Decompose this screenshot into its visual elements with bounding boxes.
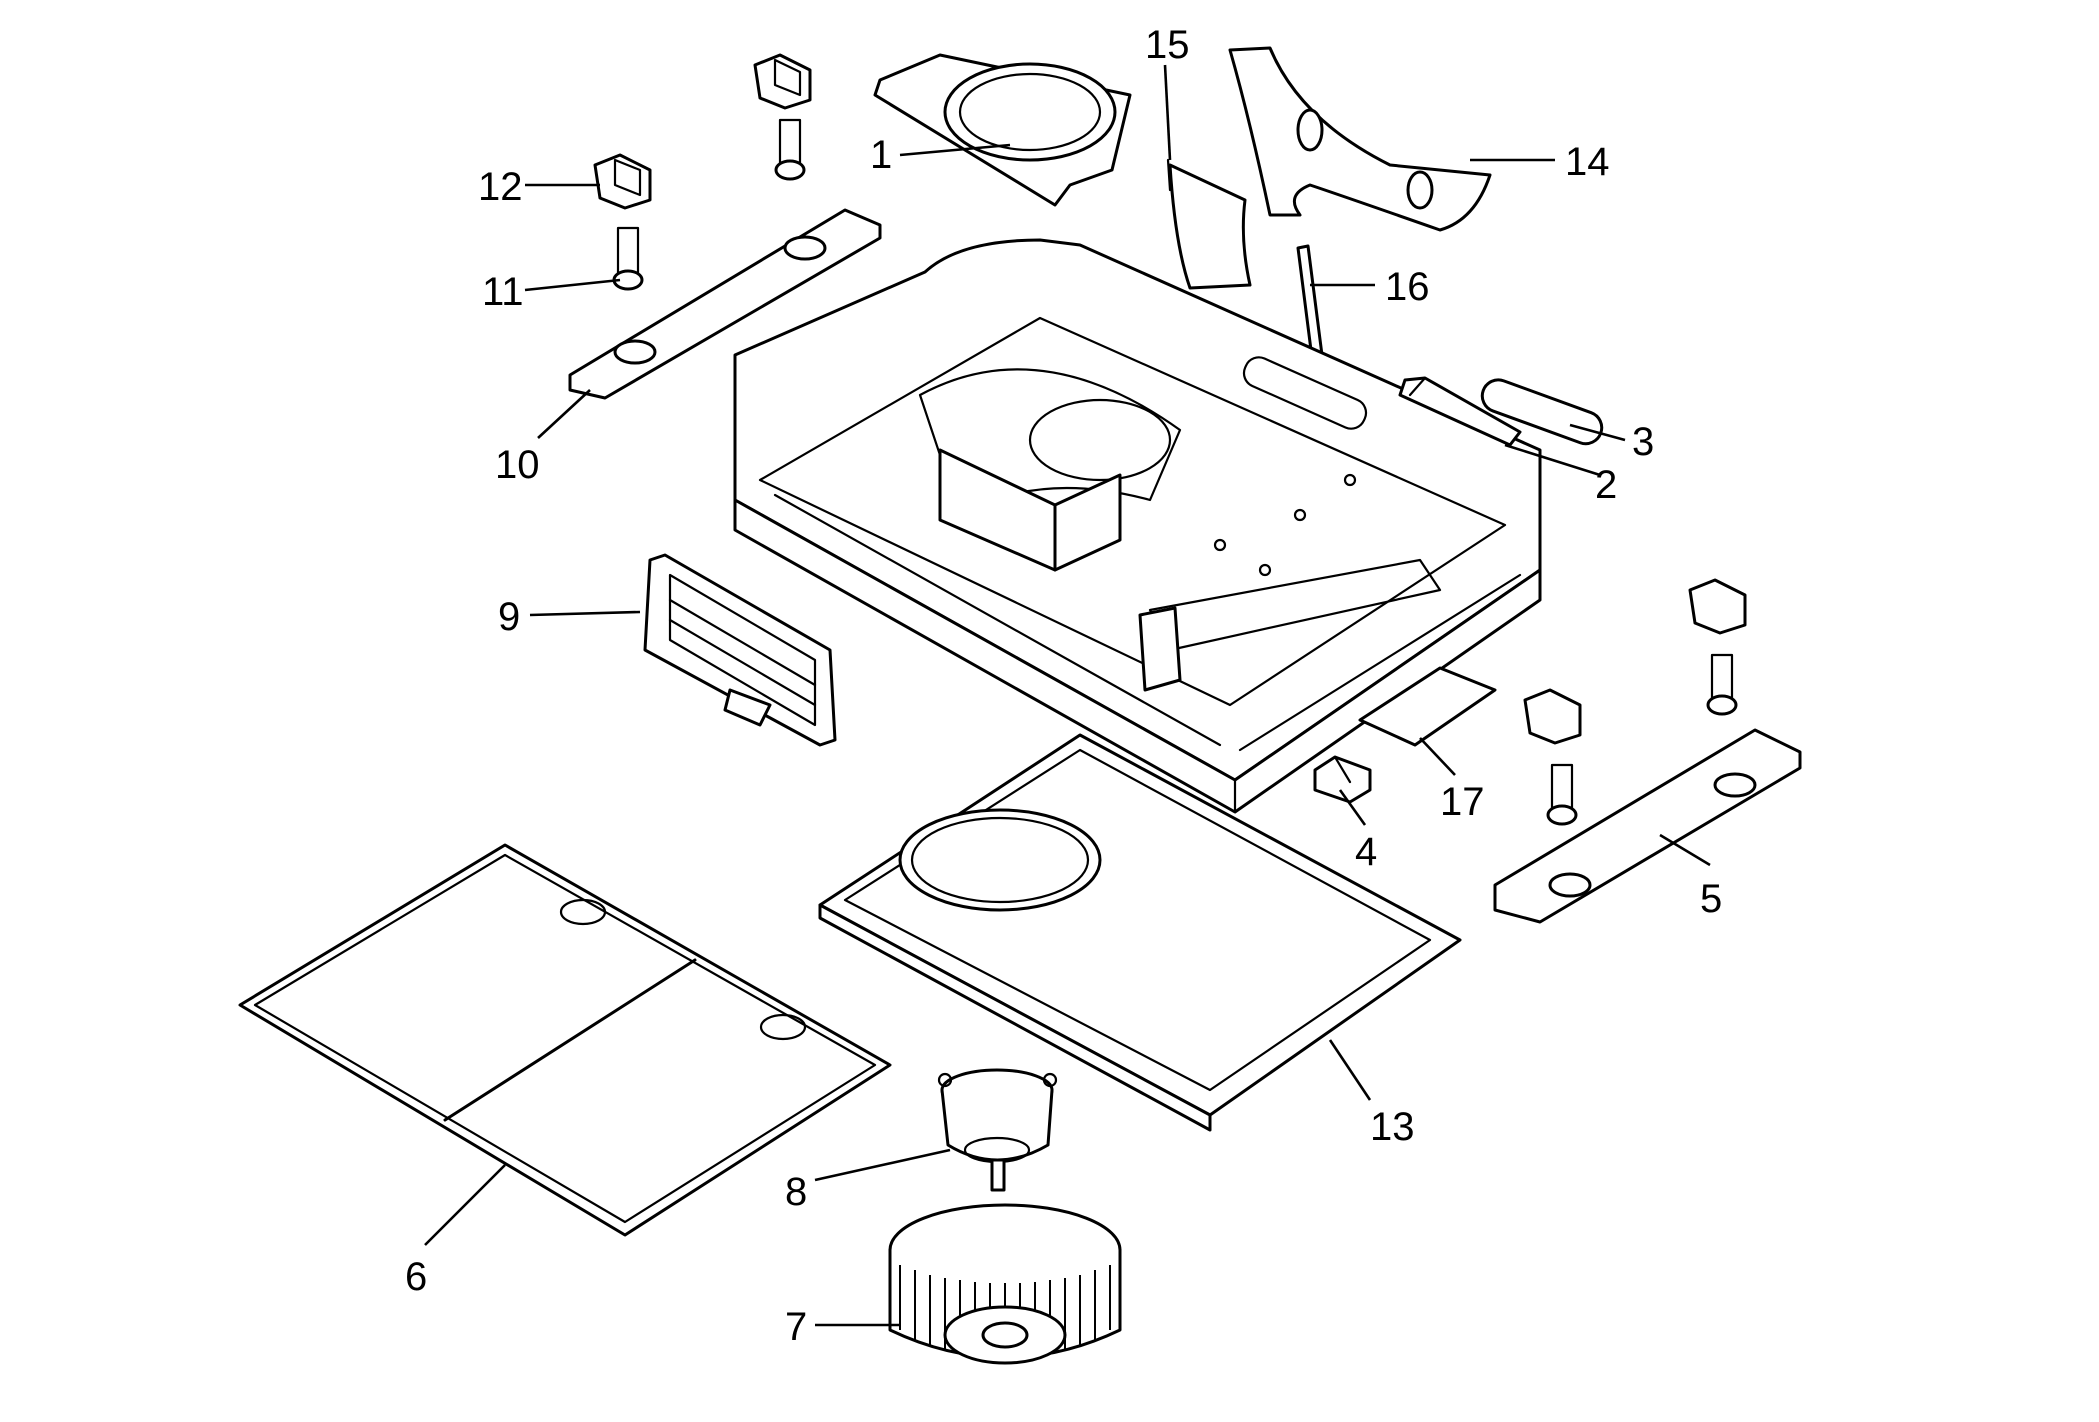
leader-8 [814, 1148, 951, 1182]
callout-1: 1 [870, 133, 892, 177]
callout-14: 14 [1565, 140, 1610, 184]
callout-17: 17 [1440, 780, 1485, 824]
callout-13: 13 [1370, 1105, 1415, 1149]
hood-body [733, 238, 1542, 814]
callout-5: 5 [1700, 877, 1722, 921]
part-12-bracket [593, 153, 652, 291]
leader-6 [424, 1164, 506, 1246]
part-12-bracket-b [753, 53, 812, 181]
leader-9 [529, 610, 641, 617]
callout-10: 10 [495, 443, 540, 487]
part-2-channel [1398, 376, 1522, 447]
part-17-plate [1358, 666, 1497, 747]
part-1-duct-plate [873, 53, 1132, 207]
leader-15 [1163, 64, 1172, 161]
callout-7: 7 [785, 1305, 807, 1349]
part-8-motor [937, 1068, 1058, 1192]
leader-17 [1419, 737, 1456, 776]
callout-numbers: 1 2 3 4 5 6 7 8 9 10 11 12 13 14 15 16 1… [405, 23, 1722, 1349]
part-16-strap [1296, 244, 1324, 360]
leader-13 [1328, 1039, 1372, 1101]
part-7-blower-wheel [888, 1203, 1122, 1365]
leader-4 [1338, 789, 1367, 826]
callout-4: 4 [1355, 830, 1377, 874]
part-5-mounting-rail [1493, 728, 1802, 924]
leader-3 [1569, 423, 1626, 442]
part-14-outlet-collar [1228, 46, 1492, 232]
part-13-bottom-pan [818, 733, 1462, 1132]
part-6-filters [238, 843, 892, 1237]
leader-5 [1659, 833, 1711, 867]
callout-9: 9 [498, 595, 520, 639]
part-10-mounting-rail [568, 208, 882, 400]
leader-2 [1504, 443, 1601, 477]
callout-12: 12 [478, 165, 523, 209]
callout-2: 2 [1595, 463, 1617, 507]
callout-8: 8 [785, 1170, 807, 1214]
leader-11 [524, 278, 621, 292]
callout-11: 11 [482, 270, 524, 314]
leader-lines [424, 64, 1711, 1327]
callout-6: 6 [405, 1255, 427, 1299]
leader-1 [899, 143, 1011, 157]
part-9-bracket [643, 553, 837, 747]
callout-15: 15 [1145, 23, 1190, 67]
part-12-bracket-right [1688, 578, 1747, 716]
part-4-block [1313, 755, 1372, 804]
leader-10 [537, 389, 591, 439]
callout-3: 3 [1632, 420, 1654, 464]
part-15-damper [1166, 158, 1252, 290]
callout-16: 16 [1385, 265, 1430, 309]
part-12-bracket-right-b [1523, 688, 1582, 826]
